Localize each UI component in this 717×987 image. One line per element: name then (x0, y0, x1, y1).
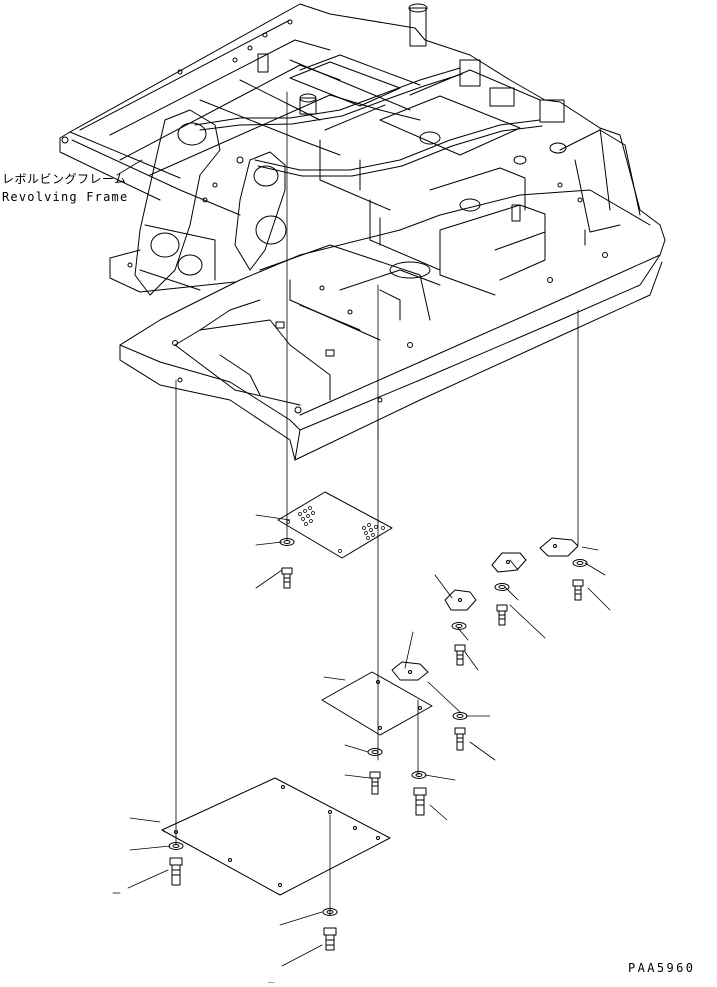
washer-2 (573, 560, 587, 567)
washer-5 (453, 713, 467, 720)
undercover-plate-rear (162, 778, 390, 895)
bolt-3 (497, 605, 507, 625)
bolt-8 (170, 858, 182, 885)
cover-small-1 (540, 538, 578, 556)
bolt-9 (324, 928, 336, 950)
cover-small-2 (492, 553, 526, 572)
bolt-4 (455, 645, 465, 665)
washer-6 (368, 749, 382, 756)
bolt-6 (370, 772, 380, 794)
washer-1 (280, 539, 294, 546)
frame-label-english: Revolving Frame (2, 190, 129, 204)
revolving-frame (60, 4, 665, 460)
washer-9 (323, 909, 337, 916)
alignment-lines (176, 92, 578, 915)
frame-label-japanese: レボルビングフレーム (2, 172, 127, 186)
washer-8 (169, 843, 183, 850)
washer-7 (412, 772, 426, 779)
drawing-code: PAA5960 (628, 961, 696, 975)
cover-small-4 (392, 662, 428, 680)
cover-small-3 (445, 590, 476, 610)
undercover-plate-middle (322, 672, 432, 735)
bolt-2 (573, 580, 583, 600)
undercover-plate-center (278, 492, 392, 558)
washer-3 (495, 584, 509, 591)
washer-4 (452, 623, 466, 630)
bolt-1 (282, 568, 292, 588)
bolt-5 (455, 728, 465, 750)
callout-lines (113, 160, 610, 983)
bolt-7 (414, 788, 426, 815)
